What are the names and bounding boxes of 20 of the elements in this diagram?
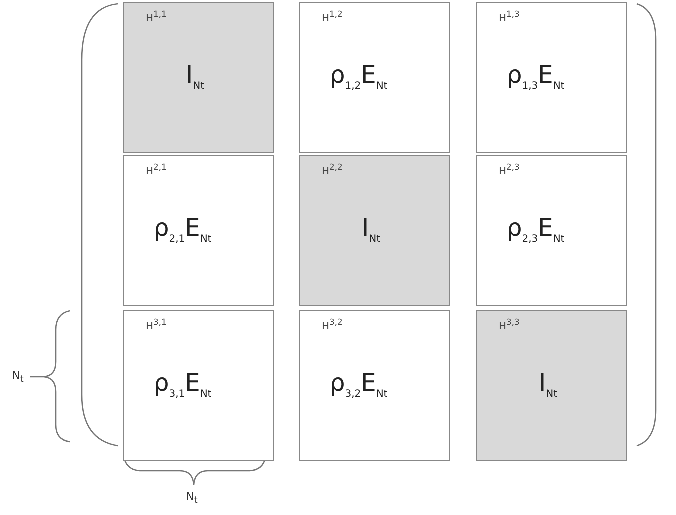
matrix-block (299, 310, 450, 461)
block-label: H$^{3,3}$ (499, 317, 520, 332)
block-label: H$^{2,3}$ (499, 162, 520, 178)
matrix-block (123, 310, 274, 461)
block-label: H$^{1,2}$ (322, 9, 343, 24)
matrix-block (476, 2, 627, 153)
dimension-label: N$_{t}$ (186, 490, 198, 506)
matrix-block (123, 155, 274, 306)
block-label: H$^{3,2}$ (322, 317, 343, 332)
matrix-block (299, 155, 450, 306)
matrix-block (299, 2, 450, 153)
block-label: H$^{2,1}$ (146, 162, 167, 178)
block-label: H$^{3,1}$ (146, 317, 167, 332)
matrix-block (476, 310, 627, 461)
matrix-block (123, 2, 274, 153)
block-label: H$^{1,1}$ (146, 9, 167, 24)
dimension-label: N$_{t}$ (12, 369, 24, 386)
block-label: H$^{2,2}$ (322, 162, 343, 178)
block-label: H$^{1,3}$ (499, 9, 520, 24)
matrix-block (476, 155, 627, 306)
